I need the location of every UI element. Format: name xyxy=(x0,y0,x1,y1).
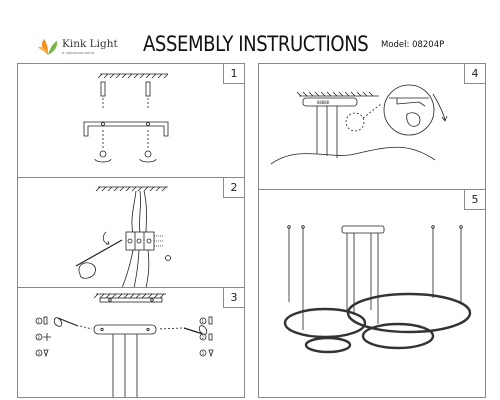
wall-plug-icon xyxy=(100,81,151,110)
canopy-icon xyxy=(93,324,157,335)
suspension-cables-icon xyxy=(316,106,338,158)
svg-text:1: 1 xyxy=(202,319,205,324)
suspension-cables-icon xyxy=(112,334,138,397)
left-parts-legend-icon: 1 2 3 xyxy=(35,316,51,358)
center-cables-icon xyxy=(346,233,379,324)
logo-subtitle: в гармонии света xyxy=(62,51,95,55)
ring-small-icon xyxy=(361,322,435,350)
left-screwdriver-icon xyxy=(53,317,93,330)
step-5-illustration xyxy=(283,225,472,354)
step-2-panel: 2 xyxy=(17,177,245,289)
ring-medium-icon xyxy=(283,307,367,339)
svg-text:3: 3 xyxy=(38,351,41,356)
detail-callout-circle xyxy=(345,112,365,132)
side-cables-icon xyxy=(287,225,463,330)
ceiling-hatch-icon xyxy=(97,73,169,79)
canopy-icon: 88888 xyxy=(302,97,358,107)
step-2-illustration xyxy=(75,186,171,288)
controller-display: 88888 xyxy=(317,100,330,105)
direction-arrow-icon xyxy=(432,93,448,122)
mounting-bracket-icon xyxy=(83,121,169,137)
step-4-panel: 88888 4 xyxy=(258,63,486,191)
page-title: ASSEMBLY INSTRUCTIONS xyxy=(143,32,369,56)
ground-screw-icon xyxy=(165,255,171,261)
step-1-illustration xyxy=(83,73,169,163)
step-1-panel: 1 xyxy=(17,63,245,179)
ring-top-outline xyxy=(270,146,436,165)
canopy-icon xyxy=(341,225,385,234)
step-4-number: 4 xyxy=(464,64,485,84)
step-3-panel: 1 2 3 1 2 3 3 xyxy=(17,287,245,398)
ring-tiny-icon xyxy=(304,336,352,354)
ring-large-icon xyxy=(346,292,472,334)
terminal-block-icon xyxy=(125,231,155,251)
step-3-number: 3 xyxy=(223,288,244,308)
svg-text:2: 2 xyxy=(38,335,41,340)
step-1-number: 1 xyxy=(223,64,244,84)
logo-name: Kink Light xyxy=(62,38,118,50)
lamp-cable-icon xyxy=(121,249,150,288)
svg-text:2: 2 xyxy=(202,335,205,340)
step-5-panel: 5 xyxy=(258,189,486,398)
right-screwdriver-icon xyxy=(157,325,208,335)
ceiling-hatch-icon xyxy=(93,293,166,299)
step-3-illustration: 1 2 3 1 2 3 xyxy=(35,293,214,397)
step-5-number: 5 xyxy=(464,190,485,210)
ceiling-hatch-icon xyxy=(296,91,379,97)
screw-icon xyxy=(94,130,157,163)
svg-text:1: 1 xyxy=(38,319,41,324)
mounted-bracket-icon xyxy=(99,297,163,303)
step-4-illustration: 88888 xyxy=(270,84,448,165)
screwdriver-hand-icon xyxy=(75,239,123,279)
terminal-labels-icon xyxy=(154,235,164,247)
svg-text:3: 3 xyxy=(202,351,205,356)
detail-zoom-icon xyxy=(383,84,435,136)
step-2-number: 2 xyxy=(223,178,244,198)
ceiling-hatch-icon xyxy=(95,186,168,192)
right-parts-legend-icon: 1 2 3 xyxy=(199,316,214,358)
brand-logo: Kink Light в гармонии света xyxy=(36,34,136,64)
supply-wires-icon xyxy=(131,190,147,235)
rotation-arrow-icon xyxy=(102,231,110,245)
model-number: Model: 08204P xyxy=(381,40,445,50)
logo-flower-icon xyxy=(38,39,58,55)
